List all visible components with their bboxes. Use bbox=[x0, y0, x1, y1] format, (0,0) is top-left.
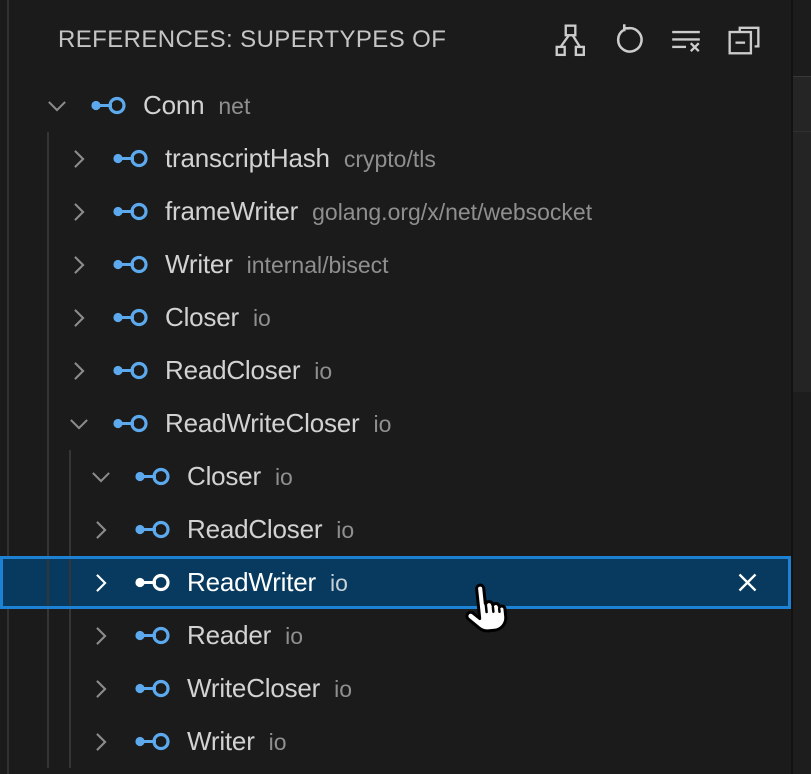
package-name: io bbox=[330, 570, 348, 596]
panel-left-border bbox=[7, 0, 9, 774]
package-name: io bbox=[252, 305, 271, 331]
symbol-name: Reader bbox=[187, 620, 272, 650]
indent-guide bbox=[69, 450, 71, 768]
chevron-down-icon[interactable] bbox=[66, 411, 92, 437]
package-name: golang.org/x/net/websocket bbox=[312, 199, 593, 225]
refresh-icon[interactable] bbox=[610, 21, 646, 59]
symbol-name: transcriptHash bbox=[165, 143, 330, 173]
chevron-down-icon[interactable] bbox=[88, 464, 114, 490]
chevron-right-icon[interactable] bbox=[88, 517, 114, 543]
symbol-name: ReadCloser bbox=[165, 355, 301, 385]
package-name: crypto/tls bbox=[343, 146, 436, 172]
tree-row[interactable]: transcriptHash crypto/tls bbox=[0, 132, 791, 185]
symbol-name: Closer bbox=[165, 302, 239, 332]
package-name: internal/bisect bbox=[246, 252, 389, 278]
chevron-right-icon[interactable] bbox=[66, 358, 92, 384]
symbol-name: Writer bbox=[187, 726, 255, 756]
symbol-name: Writer bbox=[165, 249, 233, 279]
scrollbar-strip bbox=[793, 0, 811, 774]
clear-all-icon[interactable] bbox=[668, 21, 704, 59]
tree-row[interactable]: ReadWriteCloser io bbox=[0, 397, 791, 450]
interface-symbol-icon bbox=[134, 728, 170, 755]
chevron-right-icon[interactable] bbox=[88, 729, 114, 755]
symbol-name: ReadWriter bbox=[187, 567, 317, 597]
tree-row[interactable]: ReadCloser io bbox=[0, 344, 791, 397]
interface-symbol-icon bbox=[134, 463, 170, 490]
package-name: io bbox=[336, 517, 355, 543]
type-hierarchy-icon[interactable] bbox=[552, 21, 588, 59]
chevron-right-icon[interactable] bbox=[88, 676, 114, 702]
interface-symbol-icon bbox=[112, 357, 148, 384]
tree-row[interactable]: Closer io bbox=[0, 291, 791, 344]
panel-divider bbox=[791, 0, 793, 774]
chevron-right-icon[interactable] bbox=[66, 199, 92, 225]
scrollbar-thumb[interactable] bbox=[793, 76, 811, 131]
chevron-right-icon[interactable] bbox=[66, 146, 92, 172]
chevron-right-icon[interactable] bbox=[88, 623, 114, 649]
scrollbar-segment bbox=[793, 0, 811, 76]
tree-row[interactable]: ReadCloser io bbox=[0, 503, 791, 556]
tree-row[interactable]: Conn net bbox=[0, 79, 791, 132]
tree: Conn net transcriptHash crypto/tls bbox=[0, 79, 791, 768]
symbol-name: WriteCloser bbox=[187, 673, 321, 703]
interface-symbol-icon bbox=[112, 304, 148, 331]
view-header: REFERENCES: SUPERTYPES OF bbox=[0, 0, 791, 79]
chevron-right-icon[interactable] bbox=[66, 305, 92, 331]
interface-symbol-icon bbox=[90, 92, 126, 119]
tree-row[interactable]: Reader io bbox=[0, 609, 791, 662]
interface-symbol-icon bbox=[112, 198, 148, 225]
symbol-name: Closer bbox=[187, 461, 261, 491]
collapse-all-icon[interactable] bbox=[726, 21, 762, 59]
view-toolbar bbox=[552, 21, 762, 59]
package-name: io bbox=[268, 729, 287, 755]
chevron-right-icon[interactable] bbox=[88, 570, 114, 596]
symbol-name: frameWriter bbox=[165, 196, 299, 226]
package-name: io bbox=[334, 676, 353, 702]
package-name: io bbox=[285, 623, 303, 649]
symbol-name: Conn bbox=[143, 90, 205, 120]
package-name: net bbox=[218, 93, 251, 119]
package-name: io bbox=[373, 411, 392, 437]
symbol-name: ReadCloser bbox=[187, 514, 323, 544]
tree-row[interactable]: Closer io bbox=[0, 450, 791, 503]
view-title: REFERENCES: SUPERTYPES OF bbox=[58, 25, 447, 53]
tree-row[interactable]: Writer io bbox=[0, 715, 791, 768]
scrollbar-segment bbox=[793, 131, 811, 392]
package-name: io bbox=[274, 464, 293, 490]
interface-symbol-icon bbox=[134, 569, 170, 596]
interface-symbol-icon bbox=[112, 251, 148, 278]
close-icon[interactable] bbox=[733, 569, 761, 597]
tree-row[interactable]: ReadWriter io bbox=[0, 556, 791, 609]
tree-row[interactable]: Writer internal/bisect bbox=[0, 238, 791, 291]
interface-symbol-icon bbox=[134, 622, 170, 649]
symbol-name: ReadWriteCloser bbox=[165, 408, 360, 438]
tree-row[interactable]: frameWriter golang.org/x/net/websocket bbox=[0, 185, 791, 238]
chevron-down-icon[interactable] bbox=[44, 93, 70, 119]
package-name: io bbox=[314, 358, 333, 384]
interface-symbol-icon bbox=[134, 675, 170, 702]
interface-symbol-icon bbox=[112, 410, 148, 437]
interface-symbol-icon bbox=[134, 516, 170, 543]
tree-row[interactable]: WriteCloser io bbox=[0, 662, 791, 715]
interface-symbol-icon bbox=[112, 145, 148, 172]
chevron-right-icon[interactable] bbox=[66, 252, 92, 278]
indent-guide bbox=[47, 132, 49, 768]
